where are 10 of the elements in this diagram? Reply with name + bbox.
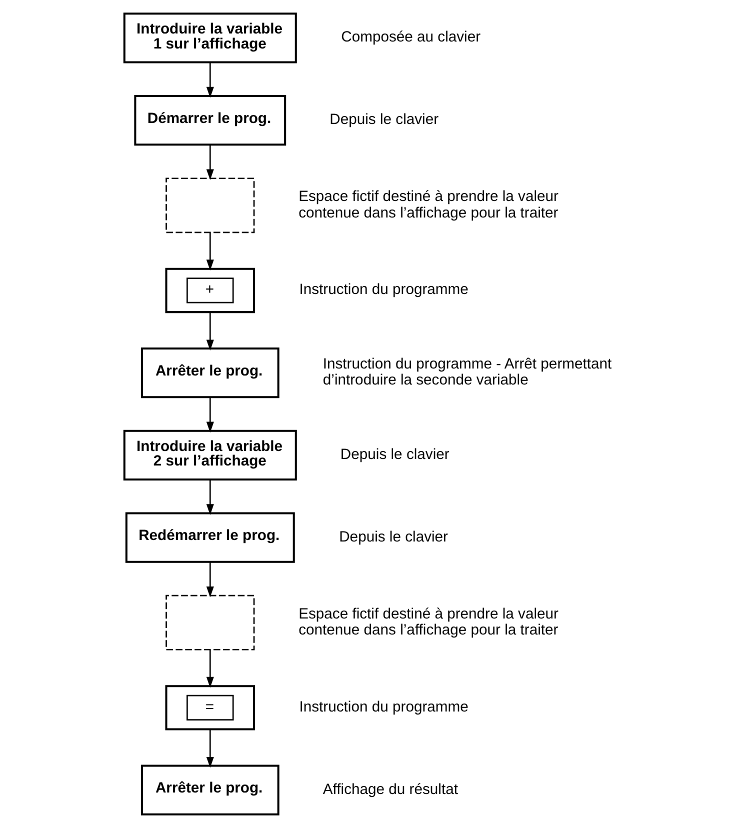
node-label: Depuis le clavier [339, 529, 448, 546]
node-label: Composée au clavier [341, 30, 481, 46]
node-label: Instruction du programme - Arrêt permettant d’introduire la seconde variable [322, 356, 612, 389]
node-label: Instruction du programme [299, 699, 468, 716]
node-label: Espace fictif destiné à prendre la valeur contenue dans l’affichage pour la traiter [298, 606, 559, 638]
node-label: Instruction du programme [299, 282, 468, 298]
node-label: Affichage du résultat [322, 782, 458, 798]
node-label: Depuis le clavier [340, 446, 450, 463]
node-label: Espace fictif destiné à prendre la valeur contenue dans l’affichage pour la traiter [298, 189, 559, 222]
node-label: Depuis le clavier [330, 112, 439, 128]
